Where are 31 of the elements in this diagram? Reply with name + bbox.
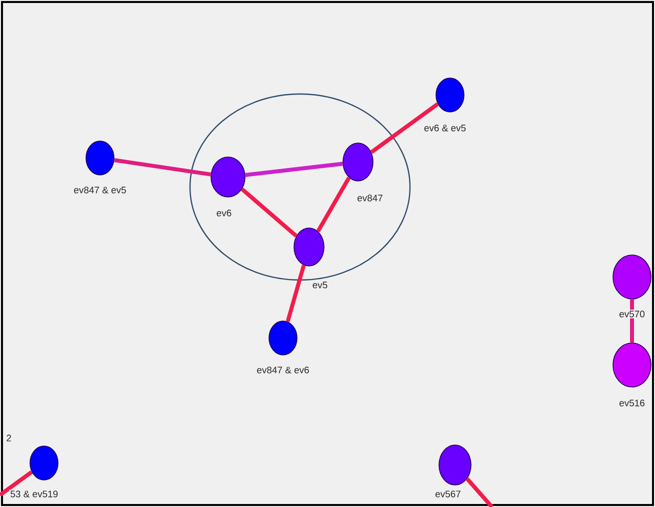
network-node xyxy=(342,142,374,182)
edge-line xyxy=(370,102,439,154)
network-node xyxy=(294,228,324,266)
node-label: ev847 & ev5 xyxy=(72,186,128,194)
node-label: ev6 xyxy=(215,208,233,218)
network-node xyxy=(86,140,114,176)
node-label: ev6 & ev5 xyxy=(422,124,468,132)
node-label: ev567 xyxy=(434,490,462,498)
network-node xyxy=(210,156,246,198)
network-node xyxy=(438,444,472,486)
edge-line xyxy=(240,188,298,238)
network-node xyxy=(612,342,652,388)
cluster-ellipse xyxy=(189,93,411,281)
node-label: ev5 xyxy=(311,280,329,290)
node-label: ev570 xyxy=(618,310,646,318)
network-node xyxy=(30,446,58,480)
node-label: ev847 & ev6 xyxy=(256,366,310,374)
network-node xyxy=(612,254,652,300)
network-node xyxy=(436,78,464,112)
network-node xyxy=(268,320,298,356)
edge-line xyxy=(0,470,33,497)
edge-line xyxy=(630,299,634,343)
node-label: ev847 xyxy=(356,194,384,202)
node-label: 2 xyxy=(6,434,11,442)
edge-line xyxy=(466,477,494,507)
edge-line xyxy=(286,264,306,322)
edge-line xyxy=(316,176,351,232)
node-label: ev516 xyxy=(618,398,646,408)
edge-line xyxy=(114,158,212,176)
node-label: 53 & ev519 xyxy=(9,490,60,498)
edge-line xyxy=(245,162,343,177)
